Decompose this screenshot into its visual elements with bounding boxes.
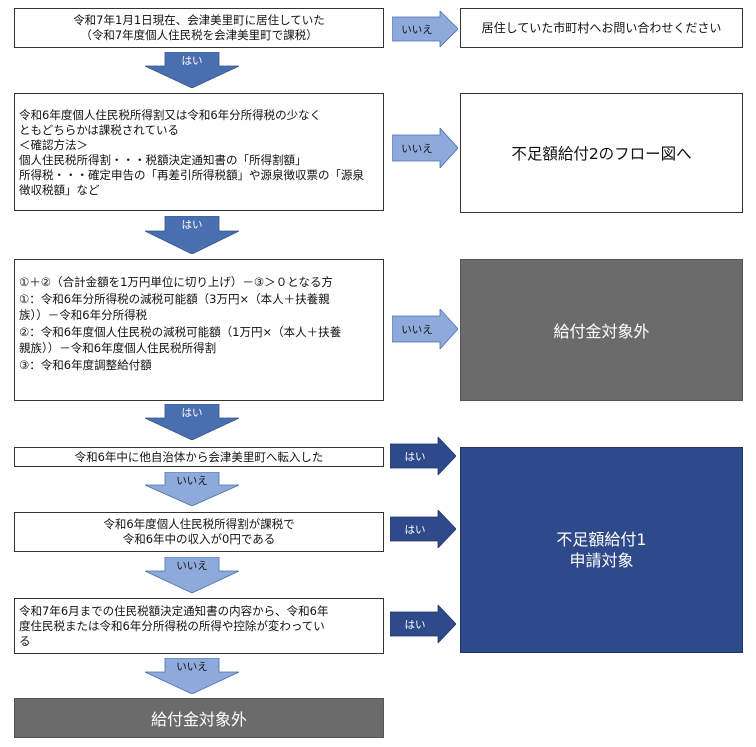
question-2-line-5: 所得税・・・確定申告の「再差引所得税額」や源泉徴収票の「源泉 xyxy=(19,168,364,182)
question-6-box: 令和7年6月までの住民税額決定通知書の内容から、令和6年 度住民税または令和6年… xyxy=(14,598,384,654)
result-not-eligible-box: 給付金対象外 xyxy=(460,259,743,401)
question-2-box: 令和6年度個人住民税所得割又は令和6年分所得税の少なく ともどちらかは課税されて… xyxy=(14,93,384,211)
result-final-text: 給付金対象外 xyxy=(150,710,247,729)
result-not-eligible-text: 給付金対象外 xyxy=(553,322,650,341)
yes-arrow-2 xyxy=(145,216,239,254)
no-arrow-4 xyxy=(145,472,239,506)
question-2-line-2: ともどちらかは課税されている xyxy=(19,123,179,137)
result-flow2-text: 不足額給付2のフロー図へ xyxy=(511,145,692,163)
result-inquire-text: 居住していた市町村へお問い合わせください xyxy=(481,20,722,35)
question-2-line-1: 令和6年度個人住民税所得割又は令和6年分所得税の少なく xyxy=(19,108,322,122)
result-target-line-2: 申請対象 xyxy=(569,551,634,570)
question-5-line-2: 令和6年中の収入が0円である xyxy=(122,532,276,546)
no-arrow-5 xyxy=(145,557,239,593)
question-6-line-1: 令和7年6月までの住民税額決定通知書の内容から、令和6年 xyxy=(19,604,329,618)
question-2-line-6: 徴収税額」など xyxy=(19,183,100,197)
question-1-line-1: 令和7年1月1日現在、会津美里町に居住していた xyxy=(73,13,325,27)
yes-label-5: はい xyxy=(404,523,426,536)
no-arrow-3 xyxy=(392,309,458,349)
yes-arrow-5 xyxy=(390,510,456,548)
result-inquire-box: 居住していた市町村へお問い合わせください xyxy=(460,8,743,48)
no-arrow-1 xyxy=(392,11,458,47)
yes-label-4: はい xyxy=(404,450,426,463)
yes-arrow-3 xyxy=(145,404,239,440)
question-3-line-2: ①：令和6年分所得税の減税可能額（3万円×（本人＋扶養親 xyxy=(19,291,330,306)
question-5-line-1: 令和6年度個人住民税所得割が課税で xyxy=(103,517,295,531)
question-5-box: 令和6年度個人住民税所得割が課税で 令和6年中の収入が0円である xyxy=(14,512,384,552)
question-3-line-6: ③：令和6年度調整給付額 xyxy=(19,357,152,372)
result-final-box: 給付金対象外 xyxy=(14,698,384,738)
no-label-2: いいえ xyxy=(401,142,433,155)
no-label-3: いいえ xyxy=(401,323,433,336)
question-2-line-4: 個人住民税所得割・・・税額決定通知書の「所得割額」 xyxy=(19,153,307,167)
result-flow2-box: 不足額給付2のフロー図へ xyxy=(460,93,743,213)
question-4-box: 令和6年中に他自治体から会津美里町へ転入した xyxy=(14,447,384,467)
question-6-line-3: る xyxy=(19,634,31,648)
yes-label-3: はい xyxy=(181,406,203,419)
question-1-line-2: （令和7年度個人住民税を会津美里町で課税） xyxy=(80,28,318,42)
question-3-line-1: ①＋②（合計金額を1万円単位に切り上げ）－③＞０となる方 xyxy=(19,275,333,289)
question-3-line-3: 族））－令和6年分所得税 xyxy=(19,308,148,322)
no-arrow-2 xyxy=(392,128,458,168)
no-label-1: いいえ xyxy=(401,23,433,36)
question-3-line-5: 親族））－令和6年度個人住民税所得割 xyxy=(19,341,217,355)
no-label-4: いいえ xyxy=(176,474,208,487)
yes-arrow-4 xyxy=(390,437,456,475)
result-target-line-1: 不足額給付1 xyxy=(556,530,647,549)
yes-label-6: はい xyxy=(404,618,426,631)
yes-arrow-6 xyxy=(390,605,456,643)
question-1-box: 令和7年1月1日現在、会津美里町に居住していた （令和7年度個人住民税を会津美里… xyxy=(14,8,384,48)
question-4-line-1: 令和6年中に他自治体から会津美里町へ転入した xyxy=(74,449,324,464)
question-3-box: ①＋②（合計金額を1万円単位に切り上げ）－③＞０となる方 ①：令和6年分所得税の… xyxy=(14,259,384,401)
no-arrow-6 xyxy=(145,658,239,694)
yes-label-2: はい xyxy=(181,219,203,231)
question-6-line-2: 度住民税または令和6年分所得税の所得や控除が変わってい xyxy=(19,619,325,633)
no-label-5: いいえ xyxy=(176,559,208,572)
yes-arrow-1 xyxy=(145,52,239,88)
yes-label-1: はい xyxy=(181,54,203,67)
no-label-6: いいえ xyxy=(176,660,208,673)
question-3-line-4: ②：令和6年度個人住民税の減税可能額（1万円×（本人＋扶養 xyxy=(19,324,342,339)
question-2-line-3: ＜確認方法＞ xyxy=(19,138,88,152)
result-target-box: 不足額給付1 申請対象 xyxy=(460,447,743,653)
